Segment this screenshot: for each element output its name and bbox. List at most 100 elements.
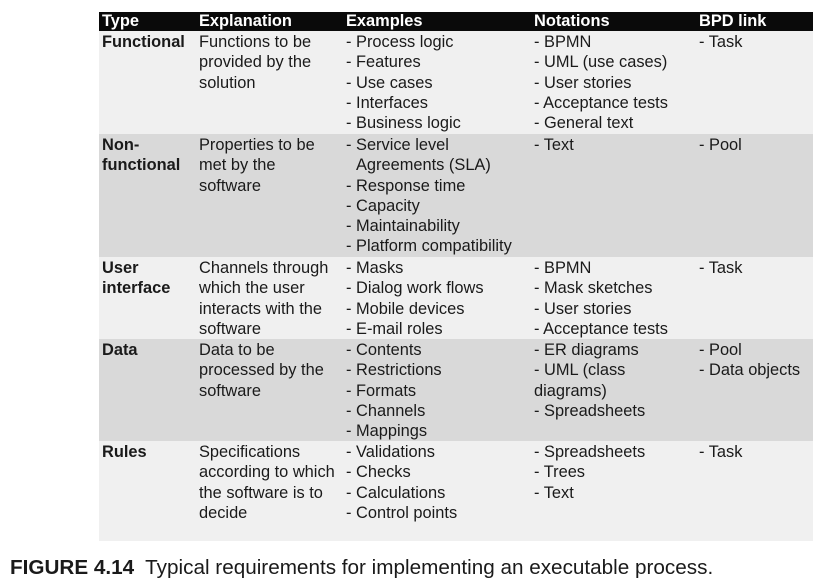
examples-cell: - Masks - Dialog work flows - Mobile dev… xyxy=(343,257,531,339)
example-item: - Channels xyxy=(346,401,426,420)
example-item: - Features xyxy=(346,53,421,72)
bpd-link-cell: - Task xyxy=(696,257,813,339)
bpd-link-item: - Pool xyxy=(699,136,742,154)
example-item: - Checks xyxy=(346,463,411,482)
table-row-data: Data Data to be processed by the softwar… xyxy=(99,339,813,441)
notation-item: - UML (use cases) xyxy=(534,53,668,72)
notation-item: - User stories xyxy=(534,73,632,92)
notations-cell: - BPMN - Mask sketches - User stories - … xyxy=(531,257,696,339)
notations-cell: - BPMN - UML (use cases) - User stories … xyxy=(531,31,696,134)
type-label: Data xyxy=(102,341,138,359)
table-header-row: Type Explanation Examples Notations BPD … xyxy=(99,12,813,31)
notation-item-continuation: diagrams) xyxy=(534,381,607,400)
example-item: - Control points xyxy=(346,503,458,522)
explanation-line: met by the xyxy=(199,156,276,175)
explanation-line: solution xyxy=(199,73,256,92)
type-label: Functional xyxy=(102,33,185,51)
type-cell: Rules xyxy=(99,441,196,541)
example-item: - Formats xyxy=(346,381,417,400)
table-row-non-functional: Non- functional Properties to be met by … xyxy=(99,134,813,257)
notation-item: - Mask sketches xyxy=(534,279,653,298)
type-label: User xyxy=(102,259,139,277)
examples-cell: - Service level Agreements (SLA) - Respo… xyxy=(343,134,531,257)
figure-caption-text: Typical requirements for implementing an… xyxy=(145,556,714,579)
example-item-continuation: Agreements (SLA) xyxy=(356,156,491,175)
type-cell: User interface xyxy=(99,257,196,339)
example-item: - E-mail roles xyxy=(346,319,443,338)
header-examples: Examples xyxy=(346,12,423,30)
explanation-line: software xyxy=(199,381,261,400)
examples-cell: - Process logic - Features - Use cases -… xyxy=(343,31,531,134)
example-item: - Restrictions xyxy=(346,361,442,380)
example-item: - Dialog work flows xyxy=(346,279,484,298)
type-cell: Non- functional xyxy=(99,134,196,257)
explanation-line: processed by the xyxy=(199,361,324,380)
explanation-line: software xyxy=(199,176,261,195)
explanation-line: Properties to be xyxy=(199,136,315,154)
bpd-link-cell: - Task xyxy=(696,441,813,541)
explanation-line: software xyxy=(199,319,261,338)
bpd-link-item: - Data objects xyxy=(699,361,801,380)
notation-item: - User stories xyxy=(534,299,632,318)
type-cell: Data xyxy=(99,339,196,441)
example-item: - Interfaces xyxy=(346,93,428,112)
explanation-line: interacts with the xyxy=(199,299,322,318)
table-row-functional: Functional Functions to be provided by t… xyxy=(99,31,813,134)
notation-item: - ER diagrams xyxy=(534,341,639,359)
explanation-line: Channels through xyxy=(199,259,329,277)
example-item: - Platform compatibility xyxy=(346,237,512,256)
examples-cell: - Validations - Checks - Calculations - … xyxy=(343,441,531,541)
bpd-link-cell: - Pool xyxy=(696,134,813,257)
notation-item: - BPMN xyxy=(534,259,592,277)
header-notations: Notations xyxy=(534,12,610,30)
type-label: Rules xyxy=(102,443,147,461)
explanation-cell: Channels through which the user interact… xyxy=(196,257,343,339)
requirements-table: Type Explanation Examples Notations BPD … xyxy=(99,12,813,541)
header-bpd-link: BPD link xyxy=(699,12,767,30)
bpd-link-cell: - Pool - Data objects xyxy=(696,339,813,441)
example-item: - Use cases xyxy=(346,73,433,92)
example-item: - Mobile devices xyxy=(346,299,465,318)
example-item: - Masks xyxy=(346,259,404,277)
example-item: - Validations xyxy=(346,443,435,461)
explanation-line: Data to be xyxy=(199,341,275,359)
type-label: interface xyxy=(102,279,171,298)
notation-item: - Spreadsheets xyxy=(534,401,646,420)
bpd-link-item: - Task xyxy=(699,443,743,461)
bpd-link-item: - Pool xyxy=(699,341,742,359)
example-item: - Contents xyxy=(346,341,422,359)
notation-item: - BPMN xyxy=(534,33,592,51)
notation-item: - Spreadsheets xyxy=(534,443,646,461)
example-item: - Maintainability xyxy=(346,217,460,235)
explanation-line: which the user xyxy=(199,279,305,298)
notation-item: - Text xyxy=(534,483,574,502)
example-item: - Response time xyxy=(346,176,466,195)
notation-item: - Trees xyxy=(534,463,586,482)
explanation-line: Functions to be xyxy=(199,33,312,51)
notations-cell: - Spreadsheets - Trees - Text xyxy=(531,441,696,541)
table-row-user-interface: User interface Channels through which th… xyxy=(99,257,813,339)
example-item: - Process logic xyxy=(346,33,454,51)
examples-cell: - Contents - Restrictions - Formats - Ch… xyxy=(343,339,531,441)
notation-item: - General text xyxy=(534,114,634,132)
explanation-cell: Specifications according to which the so… xyxy=(196,441,343,541)
explanation-line: decide xyxy=(199,503,248,522)
type-label: Non- xyxy=(102,136,140,154)
notation-item: - UML (class xyxy=(534,361,626,380)
example-item: - Capacity xyxy=(346,196,420,215)
figure-caption: FIGURE 4.14 Typical requirements for impl… xyxy=(10,556,713,580)
explanation-line: Specifications xyxy=(199,443,301,461)
example-item: - Calculations xyxy=(346,483,446,502)
explanation-cell: Data to be processed by the software xyxy=(196,339,343,441)
explanation-cell: Functions to be provided by the solution xyxy=(196,31,343,134)
bpd-link-item: - Task xyxy=(699,259,743,277)
header-type: Type xyxy=(102,12,140,30)
notation-item: - Acceptance tests xyxy=(534,319,668,338)
notation-item: - Acceptance tests xyxy=(534,93,668,112)
explanation-cell: Properties to be met by the software xyxy=(196,134,343,257)
bpd-link-cell: - Task xyxy=(696,31,813,134)
figure-label: FIGURE 4.14 xyxy=(10,556,135,579)
notation-item: - Text xyxy=(534,136,574,154)
explanation-line: provided by the xyxy=(199,53,312,72)
example-item: - Business logic xyxy=(346,114,461,132)
